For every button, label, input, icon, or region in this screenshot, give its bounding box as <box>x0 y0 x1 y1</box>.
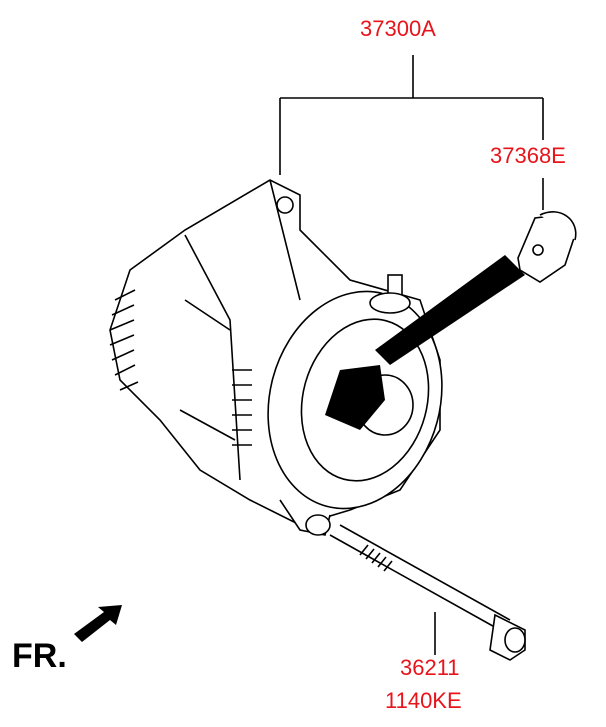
label-37300A: 37300A <box>360 16 436 41</box>
leader-line-37300A <box>279 55 544 175</box>
alternator-body <box>109 179 443 536</box>
connector-part <box>517 211 577 283</box>
label-1140KE: 1140KE <box>385 688 462 713</box>
harness-plug <box>325 365 385 430</box>
front-direction-label: FR. <box>12 637 67 675</box>
label-36211: 36211 <box>400 655 460 680</box>
wire-harness <box>375 255 525 365</box>
bolt <box>329 524 526 661</box>
label-37368E: 37368E <box>490 143 566 168</box>
front-arrow-icon <box>74 605 122 642</box>
